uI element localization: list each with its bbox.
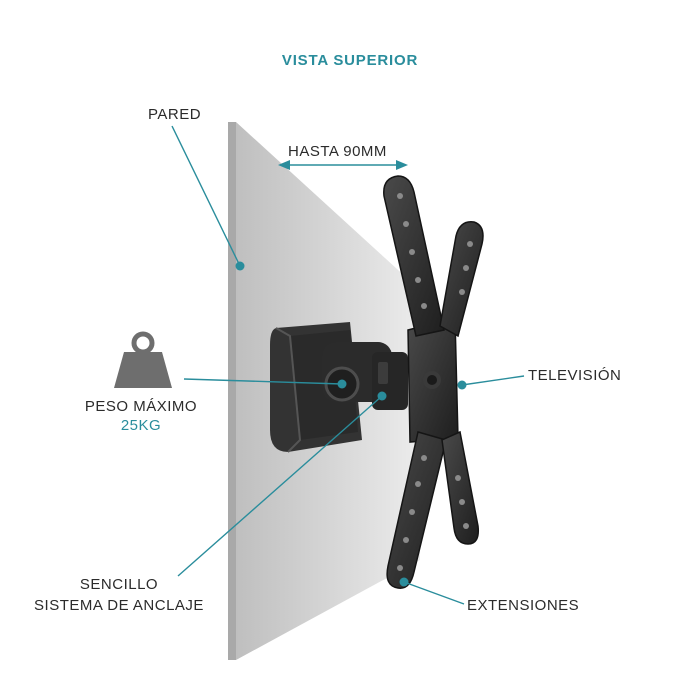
leader-lines: [171, 125, 525, 605]
page-title: VISTA SUPERIOR: [281, 52, 419, 69]
label-max-weight-value: 25KG: [120, 417, 162, 434]
label-wall: PARED: [148, 106, 202, 123]
weight-icon: [114, 331, 172, 388]
label-depth: HASTA 90MM: [288, 143, 387, 160]
bracket-holes: [397, 193, 473, 571]
label-anchor-line2: SISTEMA DE ANCLAJE: [34, 597, 204, 614]
label-tv: TELEVISIÓN: [528, 367, 622, 384]
swivel-arm: [322, 342, 408, 410]
label-max-weight: PESO MÁXIMO: [84, 398, 198, 415]
label-anchor-line1: SENCILLO: [79, 576, 159, 593]
label-extensions: EXTENSIONES: [467, 597, 580, 614]
leader-dots: [235, 160, 467, 587]
